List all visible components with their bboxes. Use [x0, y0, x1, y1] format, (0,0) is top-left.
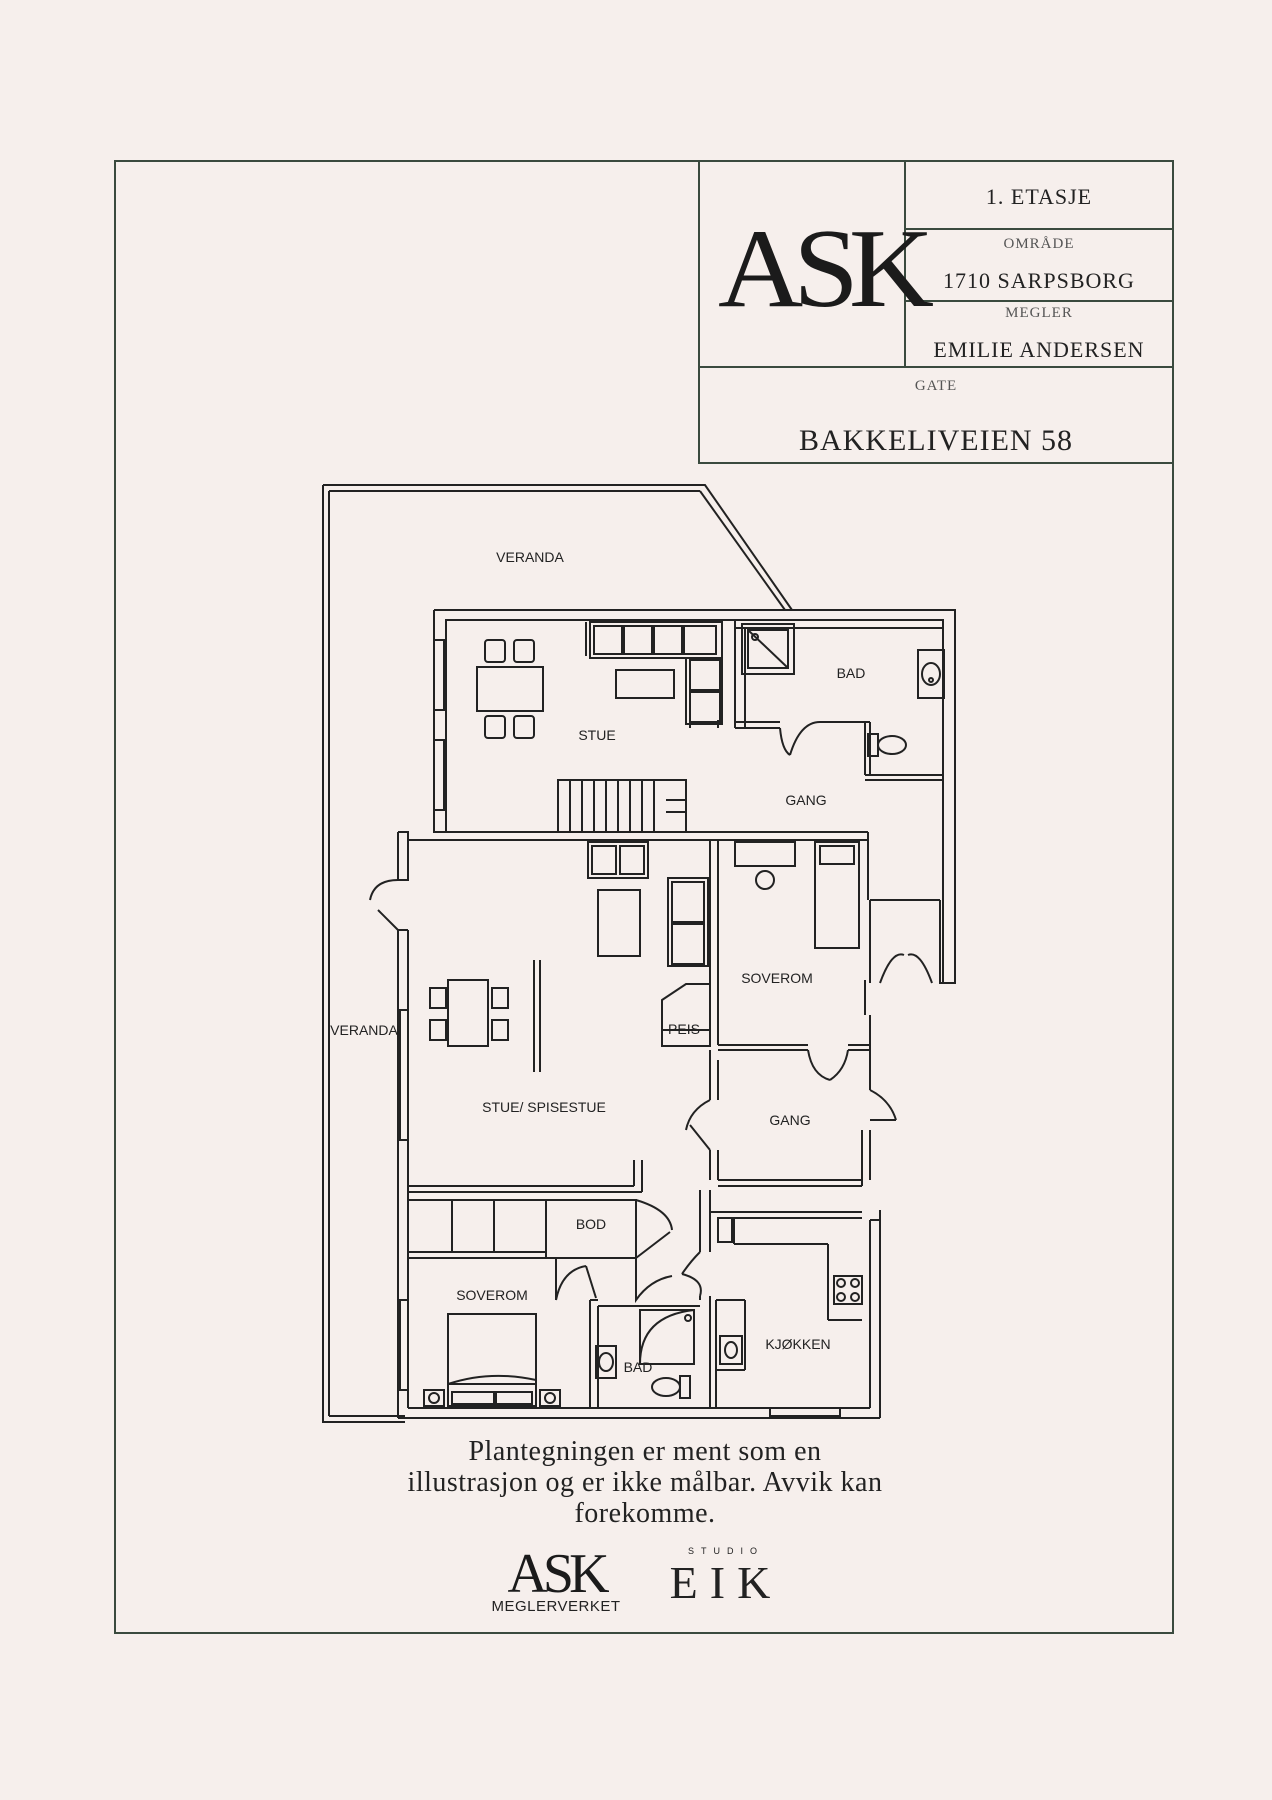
room-veranda-top: VERANDA: [496, 549, 564, 565]
agent-label: MEGLER: [1005, 305, 1073, 321]
room-bad-bottom: BAD: [624, 1359, 653, 1375]
room-gang-top: GANG: [785, 792, 826, 808]
room-bod: BOD: [576, 1216, 606, 1232]
room-bad-top: BAD: [837, 665, 866, 681]
room-stue: STUE: [578, 727, 615, 743]
area-value: 1710 SARPSBORG: [943, 268, 1135, 293]
footer-ask-subtitle: MEGLERVERKET: [491, 1598, 621, 1615]
footer-studio-label: STUDIO: [687, 1546, 764, 1556]
veranda-outline: [322, 484, 793, 1423]
room-stue-spisestue: STUE/ SPISESTUE: [482, 1099, 606, 1115]
agent-value: EMILIE ANDERSEN: [933, 337, 1145, 362]
area-label: OMRÅDE: [1003, 236, 1075, 252]
room-gang-mid: GANG: [769, 1112, 810, 1128]
room-soverom-right: SOVEROM: [741, 970, 813, 986]
tb-divider-3: [698, 366, 1172, 368]
tb-divider-vertical: [904, 162, 906, 368]
floor-label: 1. ETASJE: [985, 184, 1093, 209]
footer-eik-logo: EIK: [669, 1557, 783, 1608]
room-veranda-left: VERANDA: [330, 1022, 398, 1038]
room-kjokken: KJØKKEN: [765, 1336, 830, 1352]
tb-divider-1: [904, 228, 1172, 230]
room-peis: PEIS: [668, 1021, 700, 1037]
room-soverom-bottom: SOVEROM: [456, 1287, 528, 1303]
street-label: GATE: [914, 378, 958, 394]
footer-ask-logo: ASK: [507, 1543, 609, 1605]
sheet-frame: [114, 160, 1174, 1634]
lower-walls: [397, 831, 409, 881]
title-block: [698, 162, 1172, 464]
upper-walls: [433, 609, 956, 984]
street-value: BAKKELIVEIEN 58: [798, 424, 1074, 457]
disclaimer-text: Plantegningen er ment som en illustrasjo…: [407, 1436, 883, 1529]
tb-divider-2: [904, 300, 1172, 302]
